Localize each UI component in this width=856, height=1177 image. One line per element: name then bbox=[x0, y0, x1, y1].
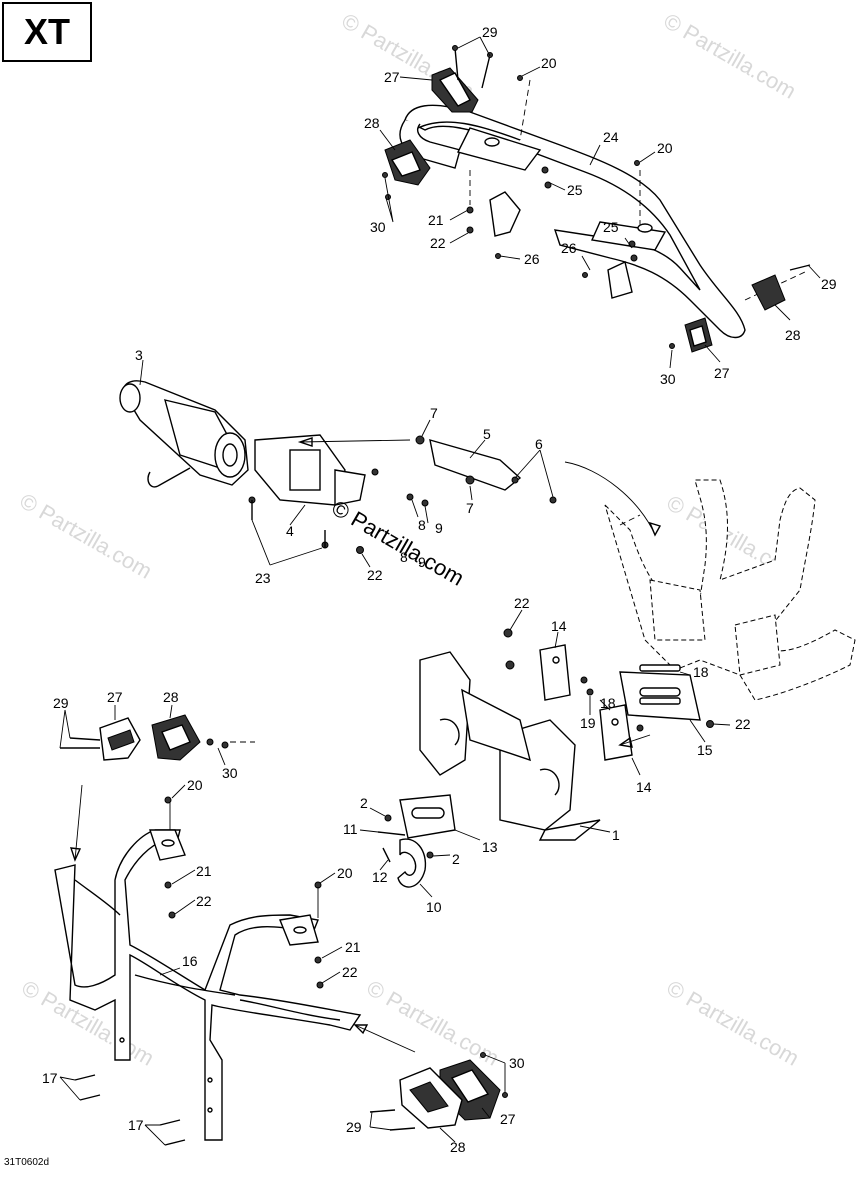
callout-30: 30 bbox=[222, 765, 238, 781]
callout-15: 15 bbox=[697, 742, 713, 758]
leader-lines-bottom bbox=[353, 1024, 506, 1143]
callout-26: 26 bbox=[561, 240, 577, 256]
callout-26: 26 bbox=[524, 251, 540, 267]
callout-27: 27 bbox=[714, 365, 730, 381]
callout-20: 20 bbox=[541, 55, 557, 71]
callout-22: 22 bbox=[735, 716, 751, 732]
leader-lines-top bbox=[379, 36, 821, 369]
callout-21: 21 bbox=[428, 212, 444, 228]
callout-6: 6 bbox=[535, 436, 543, 452]
callout-18: 18 bbox=[693, 664, 709, 680]
callout-22: 22 bbox=[196, 893, 212, 909]
vehicle-frame-reference bbox=[604, 479, 856, 701]
callout-28: 28 bbox=[163, 689, 179, 705]
callout-29: 29 bbox=[346, 1119, 362, 1135]
callout-12: 12 bbox=[372, 869, 388, 885]
callout-11: 11 bbox=[343, 821, 358, 837]
hook-10 bbox=[397, 838, 427, 888]
callout-28: 28 bbox=[450, 1139, 466, 1155]
callout-20: 20 bbox=[187, 777, 203, 793]
callout-25: 25 bbox=[567, 182, 583, 198]
front-bumper-tube-24 bbox=[399, 79, 806, 339]
callout-4: 4 bbox=[286, 523, 294, 539]
callout-5: 5 bbox=[483, 426, 491, 442]
callout-7: 7 bbox=[466, 500, 474, 516]
left-bumper-hardware bbox=[74, 796, 324, 1146]
callout-9: 9 bbox=[435, 520, 443, 536]
callout-28: 28 bbox=[785, 327, 801, 343]
callout-16: 16 bbox=[182, 953, 198, 969]
front-bumper-16 bbox=[54, 829, 362, 1141]
hook-27-left bbox=[99, 717, 141, 761]
leader-lines-left bbox=[59, 704, 343, 1146]
callout-1: 1 bbox=[612, 827, 620, 843]
model-label-box: XT bbox=[2, 2, 92, 62]
callout-14: 14 bbox=[636, 779, 652, 795]
callout-22: 22 bbox=[342, 964, 358, 980]
callout-20: 20 bbox=[337, 865, 353, 881]
callout-17: 17 bbox=[42, 1070, 58, 1086]
leader-lines-middle bbox=[139, 359, 662, 568]
center-hardware bbox=[377, 628, 714, 863]
callout-29: 29 bbox=[53, 695, 69, 711]
callout-3: 3 bbox=[135, 347, 143, 363]
callout-8: 8 bbox=[400, 549, 408, 565]
callout-19: 19 bbox=[580, 715, 596, 731]
left-hook-hardware bbox=[60, 737, 255, 749]
callout-29: 29 bbox=[821, 276, 837, 292]
hook-27-right bbox=[684, 317, 713, 353]
hook-28-left bbox=[151, 714, 201, 761]
winch-3 bbox=[119, 380, 249, 488]
callout-23: 23 bbox=[255, 570, 271, 586]
callout-2: 2 bbox=[360, 795, 368, 811]
callout-numbers: 29 27 20 28 24 20 25 21 22 30 25 26 26 2… bbox=[42, 24, 837, 1155]
model-label: XT bbox=[23, 11, 70, 52]
bracket-15 bbox=[619, 671, 701, 721]
hook-28-bottom bbox=[399, 1067, 463, 1129]
callout-27: 27 bbox=[500, 1111, 516, 1127]
middle-hardware bbox=[248, 435, 557, 554]
fairlead-13 bbox=[399, 794, 456, 839]
callout-9: 9 bbox=[418, 554, 426, 570]
callout-2: 2 bbox=[452, 851, 460, 867]
callout-27: 27 bbox=[107, 689, 123, 705]
callout-22: 22 bbox=[430, 235, 446, 251]
callout-17: 17 bbox=[128, 1117, 144, 1133]
callout-28: 28 bbox=[364, 115, 380, 131]
document-code: 31T0602d bbox=[4, 1157, 50, 1168]
callout-21: 21 bbox=[196, 863, 212, 879]
callout-30: 30 bbox=[509, 1055, 525, 1071]
winch-bracket-4 bbox=[254, 434, 366, 506]
roller-fairlead-bracket-5 bbox=[429, 439, 522, 491]
callout-21: 21 bbox=[345, 939, 361, 955]
leader-lines-center bbox=[359, 609, 731, 898]
bolt-18 bbox=[639, 664, 681, 705]
callout-30: 30 bbox=[660, 371, 676, 387]
callout-25: 25 bbox=[603, 219, 619, 235]
callout-30: 30 bbox=[370, 219, 386, 235]
hook-28-top bbox=[384, 139, 431, 186]
callout-29: 29 bbox=[482, 24, 498, 40]
side-covers-1 bbox=[419, 651, 601, 841]
hook-28-right bbox=[751, 274, 786, 311]
callout-22: 22 bbox=[514, 595, 530, 611]
hook-27-top bbox=[431, 67, 479, 113]
callout-13: 13 bbox=[482, 839, 498, 855]
callout-8: 8 bbox=[418, 517, 426, 533]
callout-22: 22 bbox=[367, 567, 383, 583]
callout-7: 7 bbox=[430, 405, 438, 421]
callout-18: 18 bbox=[600, 695, 616, 711]
callout-10: 10 bbox=[426, 899, 442, 915]
callout-14: 14 bbox=[551, 618, 567, 634]
callout-27: 27 bbox=[384, 69, 400, 85]
callout-20: 20 bbox=[657, 140, 673, 156]
callout-24: 24 bbox=[603, 129, 619, 145]
